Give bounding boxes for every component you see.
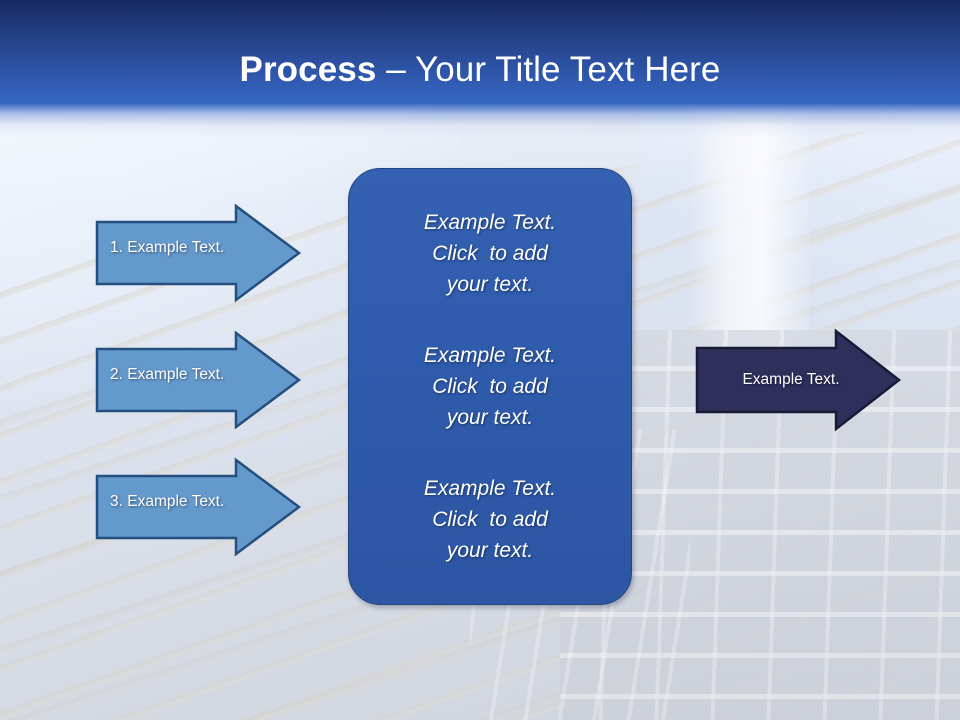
title-bar-fade xyxy=(0,104,960,138)
process-output-arrow-label: Example Text. xyxy=(742,371,840,388)
process-step-arrow-1-label: 1. Example Text. xyxy=(110,239,225,256)
center-text-block-3: Example Text. Click to add your text. xyxy=(349,473,631,566)
center-text-block-3-line-3: your text. xyxy=(446,539,534,562)
process-output-arrow[interactable]: Example Text. xyxy=(695,328,902,432)
process-step-arrow-3-label: 3. Example Text. xyxy=(110,493,225,510)
arrow-right-shape-icon xyxy=(95,330,302,430)
center-content-box[interactable]: Example Text. Click to add your text. Ex… xyxy=(348,168,632,605)
center-text-block-1-line-3: your text. xyxy=(446,273,534,296)
title-bar xyxy=(0,0,960,104)
process-step-arrow-3[interactable]: 3. Example Text. xyxy=(95,457,302,557)
process-step-arrow-2[interactable]: 2. Example Text. xyxy=(95,330,302,430)
center-text-block-2: Example Text. Click to add your text. xyxy=(349,340,631,433)
center-text-block-2-line-2: Click to add xyxy=(432,375,548,398)
center-text-block-2-line-3: your text. xyxy=(446,406,534,429)
center-text-block-1-line-2: Click to add xyxy=(432,242,548,265)
center-text-block-3-line-2: Click to add xyxy=(432,508,548,531)
center-text-block-3-line-1: Example Text. xyxy=(423,477,557,500)
center-text-block-2-line-1: Example Text. xyxy=(423,344,557,367)
process-step-arrow-2-label: 2. Example Text. xyxy=(110,366,225,383)
page-title: Process – Your Title Text Here xyxy=(0,48,960,92)
process-step-arrow-1[interactable]: 1. Example Text. xyxy=(95,203,302,303)
center-text-block-1: Example Text. Click to add your text. xyxy=(349,207,631,300)
arrow-right-shape-icon xyxy=(695,328,902,432)
page-title-bold: Process xyxy=(239,50,377,89)
page-title-rest: – Your Title Text Here xyxy=(376,50,721,89)
arrow-right-shape-icon xyxy=(95,203,302,303)
center-text-block-1-line-1: Example Text. xyxy=(423,211,557,234)
arrow-right-shape-icon xyxy=(95,457,302,557)
